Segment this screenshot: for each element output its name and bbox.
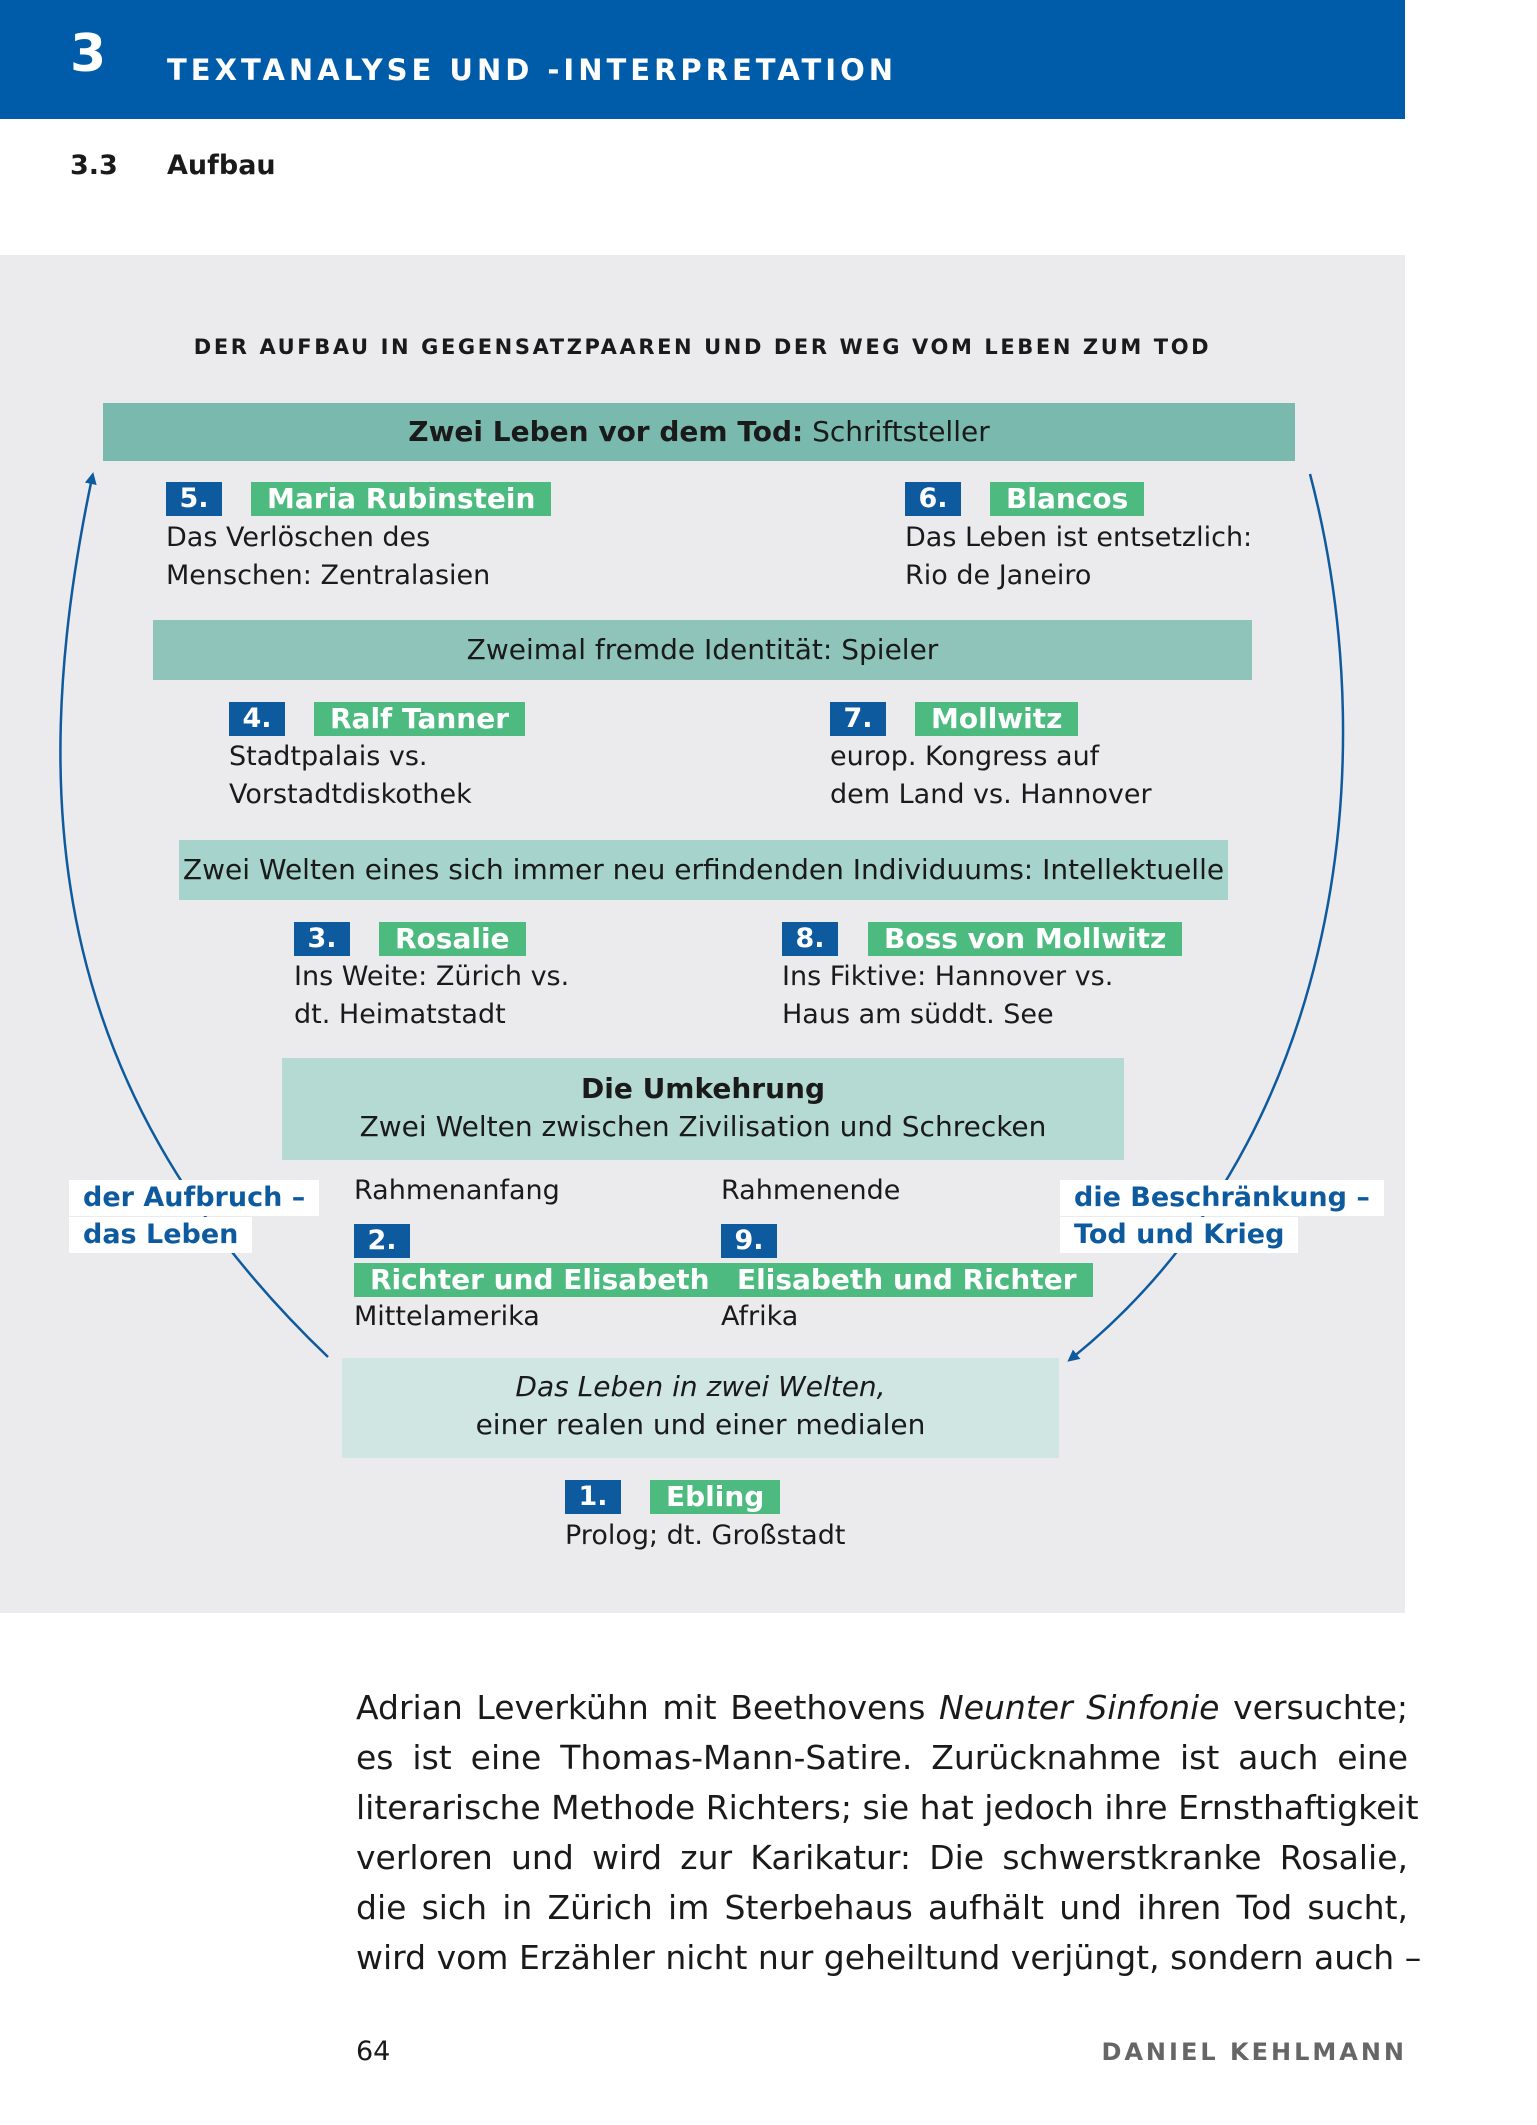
story-6-desc-2: Rio de Janeiro bbox=[905, 560, 1092, 591]
story-4-name: Ralf Tanner bbox=[314, 702, 526, 736]
story-1-name: Ebling bbox=[650, 1480, 781, 1514]
story-2-desc-1: Mittelamerika bbox=[354, 1301, 540, 1332]
bar-intellectuals: Zwei Welten eines sich immer neu erfinde… bbox=[179, 840, 1228, 900]
body-line-4: verloren und wird zur Karikatur: Die sch… bbox=[356, 1838, 1408, 1877]
story-5-number: 5. bbox=[166, 482, 222, 516]
story-3-desc-2: dt. Heimatstadt bbox=[294, 999, 506, 1030]
right-label-line-2: Tod und Krieg bbox=[1060, 1217, 1299, 1253]
story-6-number: 6. bbox=[905, 482, 961, 516]
left-label-line-1: der Aufbruch – bbox=[69, 1180, 320, 1216]
story-8-number: 8. bbox=[782, 922, 838, 956]
right-arrow bbox=[1067, 473, 1345, 1362]
story-2-number: 2. bbox=[354, 1224, 410, 1258]
chapter-title: TEXTANALYSE UND -INTERPRETATION bbox=[167, 53, 898, 87]
story-8-desc-1: Ins Fiktive: Hannover vs. bbox=[782, 961, 1114, 992]
bar-two-lives-text: Schriftsteller bbox=[812, 415, 990, 448]
story-4-number: 4. bbox=[229, 702, 285, 736]
right-label-line-1: die Beschränkung – bbox=[1060, 1180, 1384, 1216]
story-7-name: Mollwitz bbox=[915, 702, 1079, 736]
chapter-header-bar bbox=[0, 0, 1405, 119]
chapter-number: 3 bbox=[70, 24, 107, 84]
section-number: 3.3 bbox=[70, 150, 118, 181]
story-6-desc-1: Das Leben ist entsetzlich: bbox=[905, 522, 1253, 553]
story-6-name: Blancos bbox=[990, 482, 1145, 516]
frame-start-label: Rahmenanfang bbox=[354, 1175, 560, 1206]
bar-two-worlds: Das Leben in zwei Welten, einer realen u… bbox=[342, 1358, 1059, 1458]
figure-title: DER AUFBAU IN GEGENSATZPAAREN UND DER WE… bbox=[193, 335, 1212, 359]
bar-two-worlds-italic: Das Leben in zwei Welten, bbox=[515, 1370, 886, 1403]
story-5-desc-1: Das Verlöschen des bbox=[166, 522, 431, 553]
page-number: 64 bbox=[356, 2036, 391, 2067]
left-label-line-2: das Leben bbox=[69, 1217, 253, 1253]
story-3-desc-1: Ins Weite: Zürich vs. bbox=[294, 961, 570, 992]
bar-two-lives: Zwei Leben vor dem Tod: Schriftsteller bbox=[103, 403, 1295, 461]
story-7-desc-1: europ. Kongress auf bbox=[830, 741, 1100, 772]
story-3-name: Rosalie bbox=[379, 922, 526, 956]
story-7-number: 7. bbox=[830, 702, 886, 736]
story-2-name: Richter und Elisabeth bbox=[354, 1263, 726, 1297]
story-7-desc-2: dem Land vs. Hannover bbox=[830, 779, 1152, 810]
body-line-2: es ist eine Thomas-Mann-Satire. Zurückna… bbox=[356, 1738, 1408, 1777]
body-italic-title: Neunter Sinfonie bbox=[939, 1688, 1220, 1727]
story-8-name: Boss von Mollwitz bbox=[868, 922, 1183, 956]
bar-reversal-title: Die Umkehrung bbox=[580, 1072, 825, 1105]
body-line-5: die sich in Zürich im Sterbehaus aufhält… bbox=[356, 1888, 1408, 1927]
story-1-desc-1: Prolog; dt. Großstadt bbox=[565, 1520, 846, 1551]
story-4-desc-2: Vorstadtdiskothek bbox=[229, 779, 472, 810]
bar-reversal: Die Umkehrung Zwei Welten zwischen Zivil… bbox=[282, 1058, 1124, 1160]
bar-two-worlds-text: einer realen und einer medialen bbox=[475, 1408, 926, 1441]
story-9-desc-1: Afrika bbox=[721, 1301, 799, 1332]
story-9-name: Elisabeth und Richter bbox=[721, 1263, 1093, 1297]
frame-end-label: Rahmenende bbox=[721, 1175, 901, 1206]
story-9-number: 9. bbox=[721, 1224, 777, 1258]
body-line-6: wird vom Erzähler nicht nur geheiltund v… bbox=[356, 1938, 1422, 1977]
story-8-desc-2: Haus am süddt. See bbox=[782, 999, 1054, 1030]
story-5-name: Maria Rubinstein bbox=[251, 482, 552, 516]
bar-reversal-text: Zwei Welten zwischen Zivilisation und Sc… bbox=[359, 1110, 1047, 1143]
bar-two-lives-bold: Zwei Leben vor dem Tod: bbox=[408, 415, 804, 448]
body-line-1: Adrian Leverkühn mit Beethovens Neunter … bbox=[356, 1688, 1409, 1727]
section-title: Aufbau bbox=[167, 150, 276, 181]
running-title: DANIEL KEHLMANN bbox=[1101, 2038, 1407, 2066]
body-line-3: literarische Methode Richters; sie hat j… bbox=[356, 1788, 1419, 1827]
bar-players: Zweimal fremde Identität: Spieler bbox=[153, 620, 1252, 680]
story-4-desc-1: Stadtpalais vs. bbox=[229, 741, 428, 772]
story-5-desc-2: Menschen: Zentralasien bbox=[166, 560, 491, 591]
story-3-number: 3. bbox=[294, 922, 350, 956]
story-1-number: 1. bbox=[565, 1480, 621, 1514]
